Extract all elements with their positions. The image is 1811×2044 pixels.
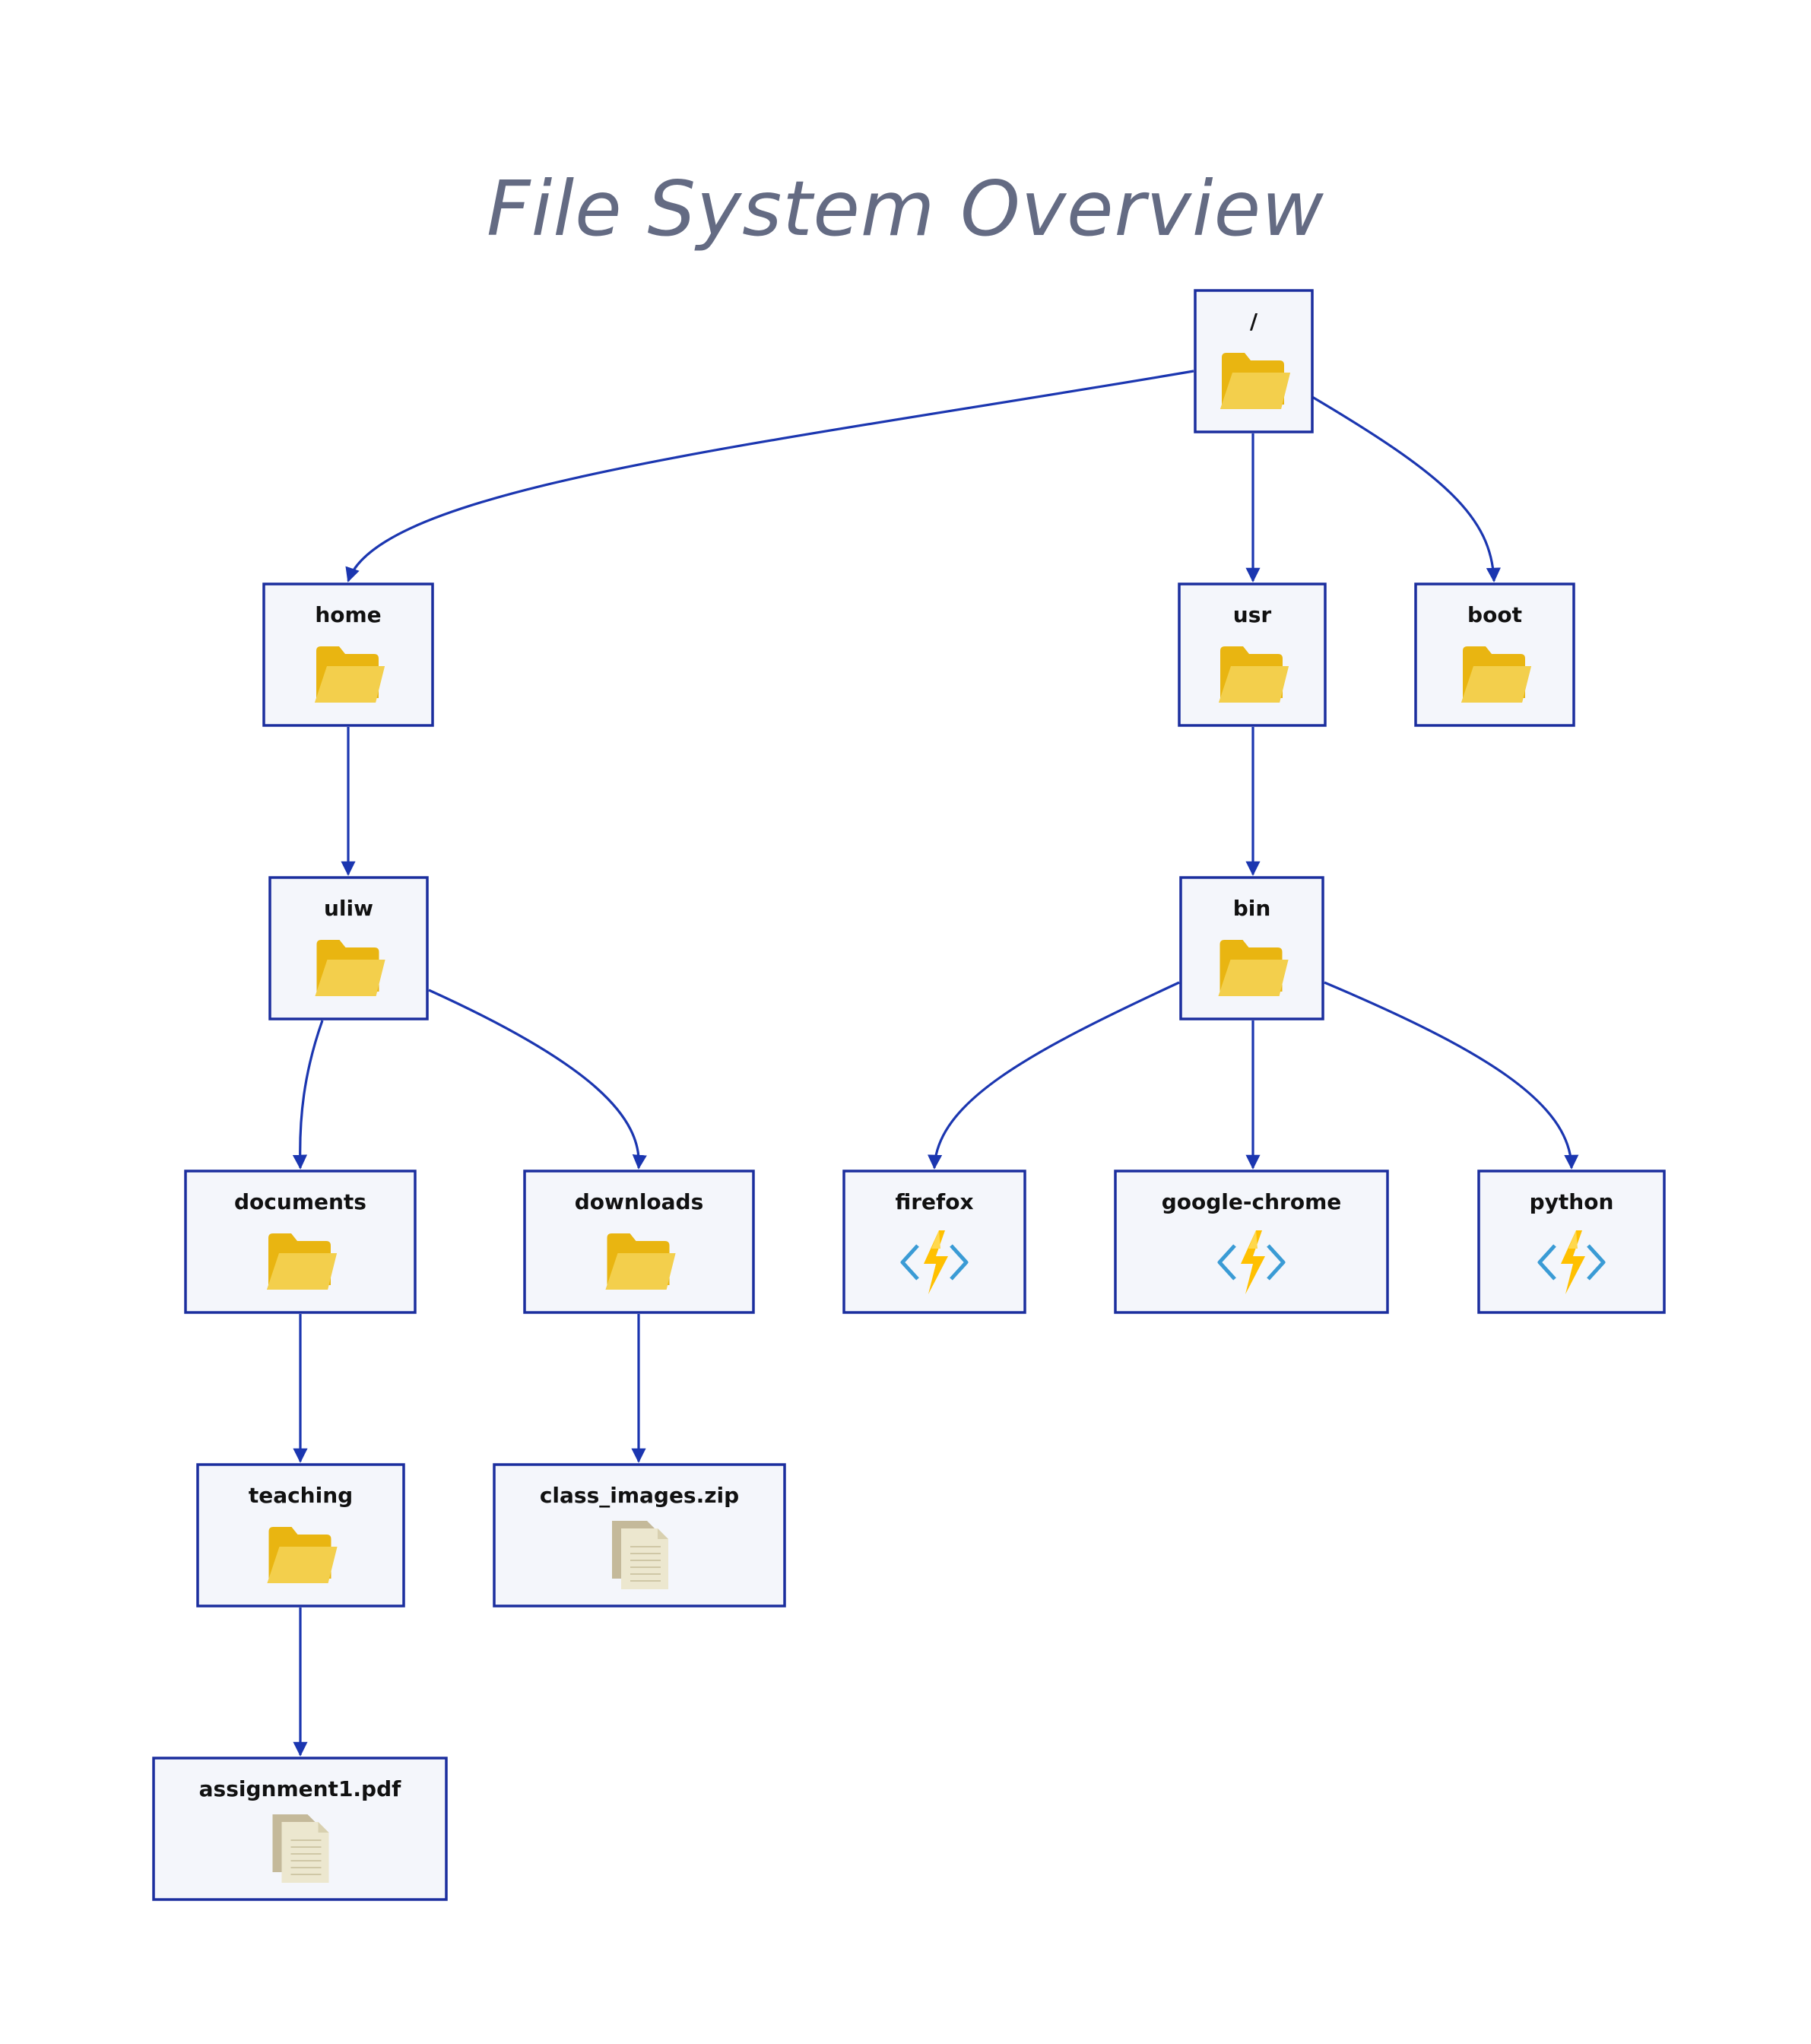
node-label: google-chrome (1162, 1189, 1342, 1214)
node-firefox[interactable]: firefox (842, 1170, 1026, 1314)
node-label: bin (1233, 896, 1271, 921)
node-python[interactable]: python (1477, 1170, 1666, 1314)
node-boot[interactable]: boot (1414, 582, 1575, 727)
edge-uliw-to-documents (292, 1020, 324, 1170)
node-root[interactable]: / (1194, 289, 1314, 433)
node-home[interactable]: home (262, 582, 434, 727)
node-bin[interactable]: bin (1179, 876, 1324, 1020)
folder-icon (267, 1233, 337, 1290)
node-google-chrome[interactable]: google-chrome (1114, 1170, 1389, 1314)
node-box (1477, 1170, 1666, 1314)
node-label: documents (234, 1189, 366, 1214)
edge-uliw-to-downloads (428, 989, 647, 1170)
node-label: uliw (324, 896, 373, 921)
edges-layer (292, 370, 1579, 1757)
folder-icon (1219, 646, 1289, 703)
node-assignment1[interactable]: assignment1.pdf (152, 1757, 448, 1901)
node-class-images[interactable]: class_images.zip (493, 1463, 786, 1608)
node-teaching[interactable]: teaching (196, 1463, 405, 1608)
nodes-layer: / home usr boot uliw bin documents downloads fir… (152, 289, 1666, 1901)
node-label: / (1250, 309, 1258, 334)
folder-icon (605, 1233, 676, 1290)
edge-root-to-boot (1311, 395, 1501, 582)
edge-bin-to-firefox (928, 981, 1180, 1170)
diagram-title: File System Overview (487, 164, 1324, 253)
node-documents[interactable]: documents (184, 1170, 417, 1314)
folder-icon (1461, 646, 1531, 703)
executable-icon (900, 1230, 969, 1294)
node-label: boot (1467, 602, 1522, 627)
node-label: firefox (895, 1189, 973, 1214)
file-icon (272, 1814, 329, 1883)
node-uliw[interactable]: uliw (268, 876, 429, 1020)
folder-icon (315, 940, 385, 996)
node-usr[interactable]: usr (1178, 582, 1327, 727)
folder-icon (267, 1527, 338, 1583)
edge-bin-to-python (1324, 981, 1579, 1170)
node-label: home (315, 602, 381, 627)
node-label: downloads (575, 1189, 704, 1214)
node-label: teaching (249, 1483, 353, 1508)
folder-icon (1220, 353, 1290, 409)
folder-icon (1218, 940, 1289, 996)
edge-root-to-home (345, 370, 1194, 582)
node-label: usr (1233, 602, 1272, 627)
node-downloads[interactable]: downloads (523, 1170, 755, 1314)
node-label: class_images.zip (540, 1483, 739, 1508)
executable-icon (1537, 1230, 1606, 1294)
file-icon (612, 1521, 668, 1589)
node-label: assignment1.pdf (199, 1776, 401, 1801)
folder-icon (315, 646, 385, 703)
node-label: python (1530, 1189, 1614, 1214)
executable-icon (1217, 1230, 1286, 1294)
